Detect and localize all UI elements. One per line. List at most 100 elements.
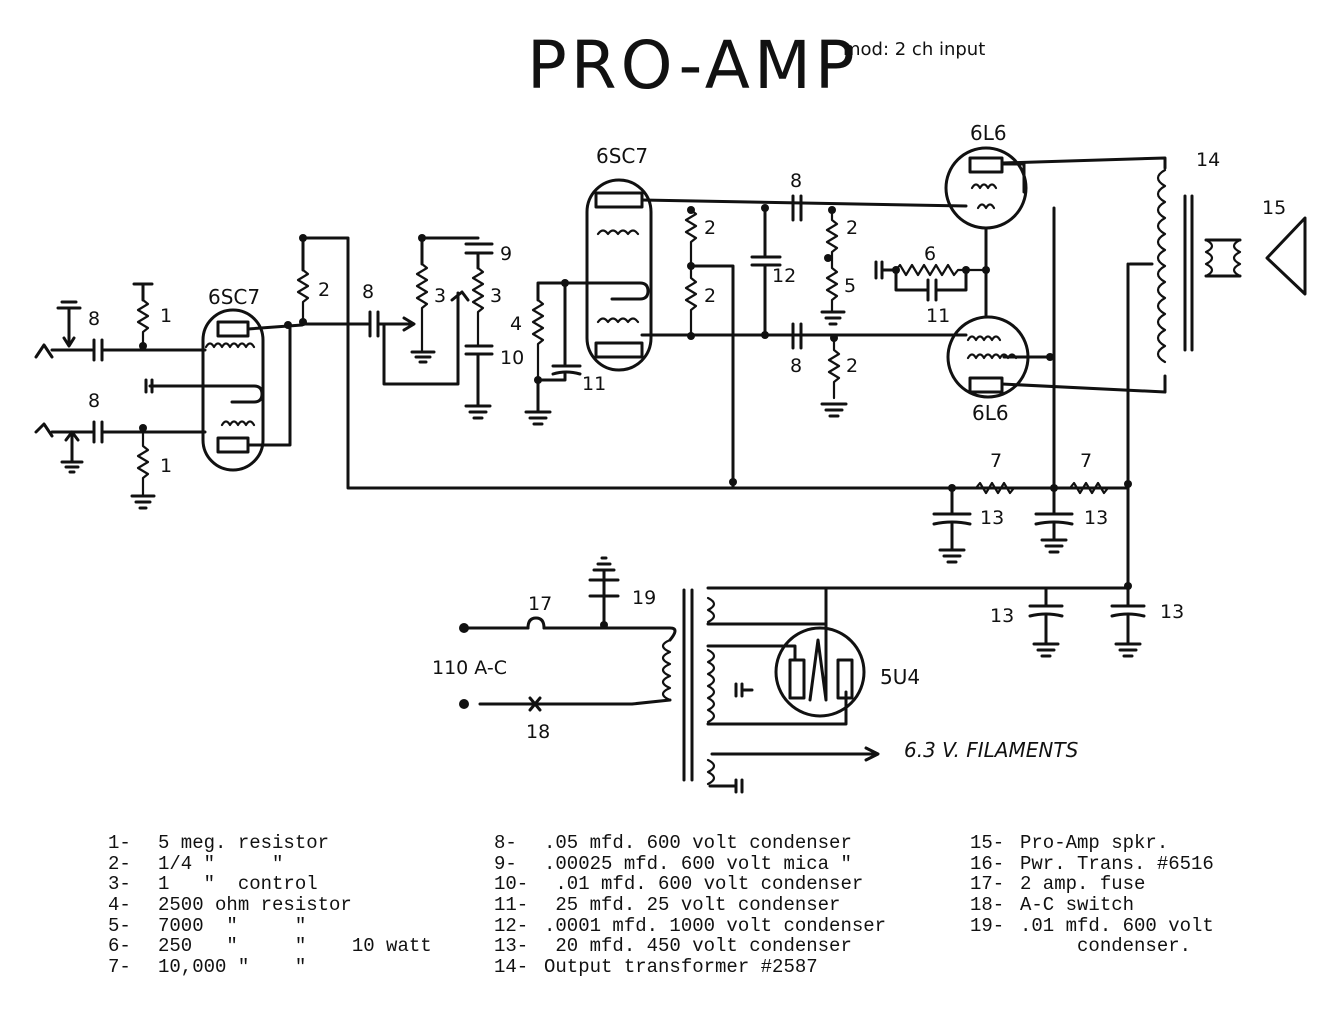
label-5: 5 [844, 275, 856, 297]
legend-number: 16- [970, 852, 1005, 875]
legend-item: 4- 2500 ohm resistor [108, 895, 432, 916]
power-transformer-16 [478, 588, 880, 794]
legend-number: 19- [970, 914, 1005, 937]
tone-control-3b [464, 242, 494, 420]
legend-number: 12- [494, 914, 529, 937]
legend-text: 7000 " " [158, 914, 307, 937]
label-11a: 11 [582, 373, 606, 395]
legend-number: 2- [108, 852, 131, 875]
legend-number: 1- [108, 832, 131, 854]
label-13b: 13 [1084, 507, 1108, 529]
legend-item: 3-1 " control [108, 874, 432, 895]
filter-network [932, 481, 1110, 564]
legend-number: 7- [108, 956, 131, 979]
tube-6l6-lower [946, 206, 1167, 488]
coupling-capacitor-8c [301, 290, 470, 386]
legend-item: 13- 20 mfd. 450 volt condenser [494, 936, 886, 957]
label-1a: 1 [160, 305, 172, 327]
legend-item: 10- .01 mfd. 600 volt condenser [494, 874, 886, 895]
label-1b: 1 [160, 455, 172, 477]
label-filaments: 6.3 V. FILAMENTS [904, 738, 1079, 762]
schematic-title: PRO-AMP [527, 27, 859, 104]
legend-item: 8- .05 mfd. 600 volt condenser [494, 833, 886, 854]
legend-item: 19- .01 mfd. 600 volt [970, 914, 1214, 937]
legend-item: 1- 5 meg. resistor [108, 833, 432, 854]
legend-item: 15-Pro-Amp spkr. [970, 833, 1214, 854]
output-transformer-14 [1124, 168, 1307, 588]
grid-resistors-output [820, 206, 848, 418]
label-8d: 8 [790, 170, 802, 192]
label-18: 18 [526, 721, 550, 743]
legend-text: 5 meg. resistor [158, 832, 330, 854]
legend-item: condenser. [970, 936, 1214, 957]
tube-label-v4: 6L6 [972, 401, 1009, 425]
label-8b: 8 [88, 390, 100, 412]
coupling-capacitor-8d [791, 194, 803, 222]
legend-item: 17-2 amp. fuse [970, 874, 1214, 895]
label-2e: 2 [846, 355, 858, 377]
label-7b: 7 [1080, 450, 1092, 472]
label-11b: 11 [926, 305, 950, 327]
legend-text: 25 mfd. 25 volt condenser [544, 894, 841, 917]
legend-number: 11- [494, 894, 529, 917]
tube-label-rectifier: 5U4 [880, 665, 920, 689]
label-7a: 7 [990, 450, 1002, 472]
legend-number: 5- [108, 914, 131, 937]
legend-number: 4- [108, 894, 131, 917]
legend-text: .00025 mfd. 600 volt mica " [544, 852, 852, 875]
legend-item: 6-250 " " 10 watt [108, 936, 432, 957]
legend-text: condenser. [1020, 935, 1192, 958]
legend-text: A-C switch [1020, 894, 1135, 917]
legend-item: 11- 25 mfd. 25 volt condenser [494, 895, 886, 916]
tube-label-v2: 6SC7 [596, 144, 648, 168]
legend-item: 14-Output transformer #2587 [494, 957, 886, 978]
schematic-subtitle: mod: 2 ch input [843, 39, 985, 60]
label-14: 14 [1196, 149, 1220, 171]
legend-item: 18- A-C switch [970, 895, 1214, 916]
tube-6sc7-phase-inverter [585, 178, 968, 372]
label-12: 12 [772, 265, 796, 287]
label-8a: 8 [88, 308, 100, 330]
legend-text: .01 mfd. 600 volt condenser [544, 873, 864, 896]
legend-number: 6- [108, 935, 131, 958]
cathode-resistor-4 [524, 279, 596, 426]
legend-text: Pwr. Trans. #6516 [1020, 852, 1214, 875]
tube-5u4-rectifier [774, 586, 866, 718]
label-3b: 3 [490, 285, 502, 307]
label-15: 15 [1262, 197, 1286, 219]
label-110ac: 110 A-C [432, 657, 507, 679]
legend-text: 2500 ohm resistor [158, 894, 352, 917]
coupling-capacitor-8e [791, 322, 803, 350]
input-capacitor-8b [92, 420, 207, 444]
label-4: 4 [510, 313, 522, 335]
legend-number: 18- [970, 894, 1005, 917]
legend-text: Pro-Amp spkr. [1020, 832, 1169, 854]
legend-text: 20 mfd. 450 volt condenser [544, 935, 852, 958]
label-6: 6 [924, 243, 936, 265]
mains-input [459, 556, 620, 712]
legend-number: 8- [494, 832, 517, 854]
label-13a: 13 [980, 507, 1004, 529]
legend-item: 5- 7000 " " [108, 914, 432, 937]
label-8e: 8 [790, 355, 802, 377]
legend-number: 17- [970, 873, 1005, 896]
label-17: 17 [528, 593, 552, 615]
grid-resistor-1b [130, 424, 156, 510]
legend-text: 1/4 " " [158, 852, 284, 875]
tube-label-v1: 6SC7 [208, 285, 260, 309]
legend-number: 3- [108, 873, 131, 896]
tube-6l6-upper [944, 146, 1167, 317]
label-19: 19 [632, 587, 656, 609]
power-supply [706, 582, 1146, 658]
label-2b: 2 [704, 217, 716, 239]
legend-item: 12-.0001 mfd. 1000 volt condenser [494, 914, 886, 937]
cathode-resistor-6 [874, 260, 990, 302]
legend-text: .01 mfd. 600 volt [1020, 914, 1214, 937]
label-9: 9 [500, 243, 512, 265]
legend-text: .05 mfd. 600 volt condenser [544, 832, 852, 854]
legend-item: 9-.00025 mfd. 600 volt mica " [494, 852, 886, 875]
